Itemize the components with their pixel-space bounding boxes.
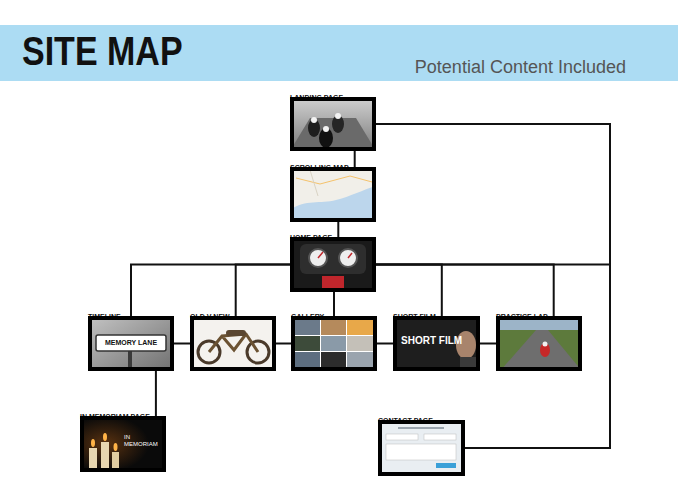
picture-text: IN MEMORIAM (124, 434, 160, 454)
motorcycle-photo (190, 316, 276, 371)
page-thumbnail-frame: IN MEMORIAM (80, 416, 166, 472)
street-sign-photo (88, 316, 174, 371)
film-still (393, 316, 480, 371)
track-photo (496, 316, 582, 371)
connector-line (376, 265, 554, 317)
connector-line (337, 222, 339, 237)
page-node: SHORT FILMSHORT FILM (393, 305, 480, 371)
page-thumbnail-frame (291, 316, 377, 371)
picture-text: MEMORY LANE (96, 335, 166, 351)
page-thumbnail-frame (290, 167, 376, 222)
connector-line (174, 343, 190, 345)
photo-grid (291, 316, 377, 371)
page-title: SITE MAP (22, 27, 183, 75)
connector-line (354, 151, 356, 167)
connector-line (333, 292, 335, 316)
page-node: IN MEMORIAM PAGEIN MEMORIAM (80, 405, 166, 472)
page-node: HOME PAGE (290, 226, 376, 292)
page-node: OLD V NEW (190, 305, 276, 371)
contact-form (378, 420, 465, 476)
connector-line (377, 343, 393, 345)
connector-line (131, 265, 290, 317)
page-node: CONTACT PAGE (378, 409, 465, 476)
picture-text: SHORT FILM (401, 334, 473, 348)
subtitle: Potential Content Included (415, 56, 626, 78)
connector-line (376, 265, 442, 317)
connector-line (155, 371, 157, 416)
page-node: GALLERY (291, 305, 377, 371)
page-thumbnail-frame (190, 316, 276, 371)
page-thumbnail-frame (496, 316, 582, 371)
candle-photo (80, 416, 166, 472)
connector-line (276, 343, 291, 345)
page-thumbnail-frame (290, 237, 376, 292)
page-thumbnail-frame (378, 420, 465, 476)
page-thumbnail-frame: MEMORY LANE (88, 316, 174, 371)
page-thumbnail-frame (290, 97, 376, 151)
connector-line (376, 124, 610, 448)
page-node: SCROLLING MAP (290, 156, 376, 222)
connector-line (480, 343, 496, 345)
page-node: PRACTICE LAP (496, 305, 582, 371)
cockpit-photo (290, 237, 376, 292)
connector-line (236, 265, 290, 317)
page-thumbnail-frame: SHORT FILM (393, 316, 480, 371)
map-picture (290, 167, 376, 222)
page-node: LANDING PAGE (290, 86, 376, 151)
page-node: TIMELINEMEMORY LANE (88, 305, 174, 371)
landing-photo (290, 97, 376, 151)
